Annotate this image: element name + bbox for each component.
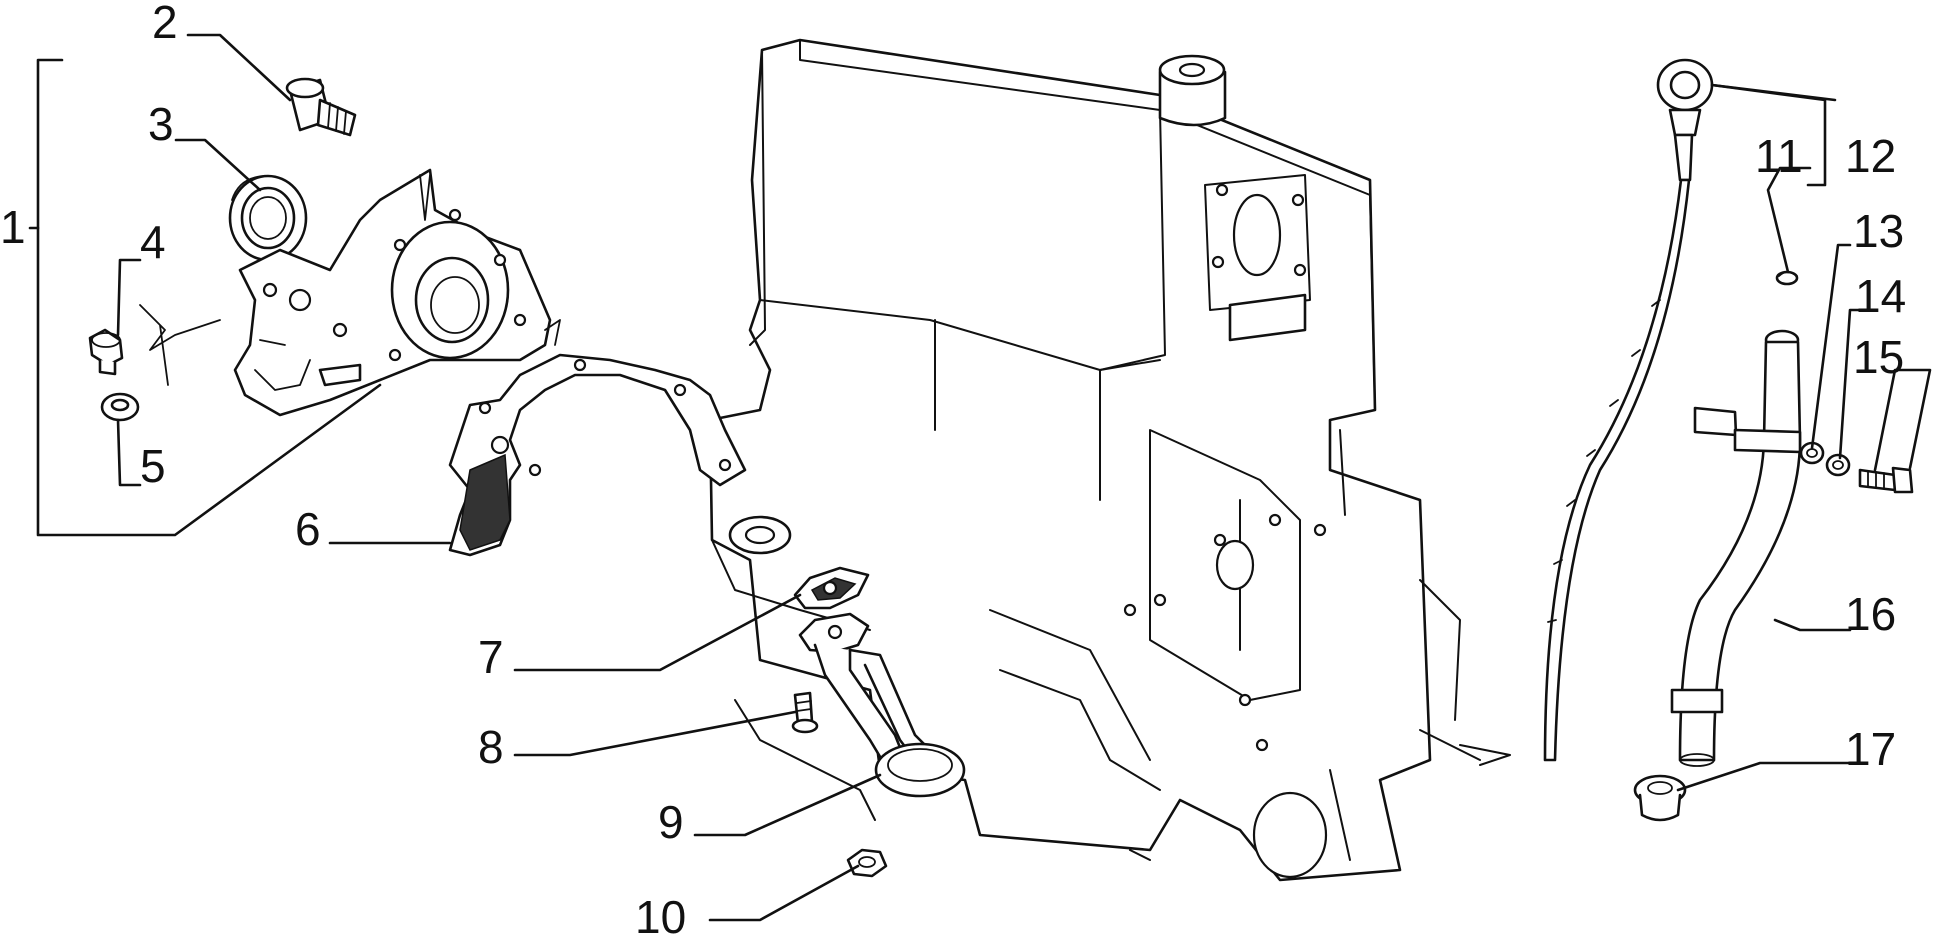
part-2-bolt (285, 77, 357, 137)
engine-block (708, 38, 1511, 882)
part-9-oil-pickup (798, 612, 966, 798)
callout-14: 14 (1855, 270, 1906, 322)
part-3-seal (228, 174, 308, 262)
callout-15: 15 (1853, 331, 1904, 383)
part-10-nut (846, 848, 888, 878)
part-7-small-gasket (793, 566, 870, 610)
callout-5: 5 (140, 440, 166, 492)
part-17-grommet (1633, 774, 1687, 822)
callout-6: 6 (295, 503, 321, 555)
part-5-washer (100, 392, 140, 422)
part-8-screw (791, 691, 819, 734)
callout-7: 7 (478, 631, 504, 683)
part-13-nut (1799, 441, 1825, 465)
callout-3: 3 (148, 98, 174, 150)
callout-17: 17 (1845, 723, 1896, 775)
callout-8: 8 (478, 721, 504, 773)
callout-2: 2 (152, 0, 178, 48)
callout-13: 13 (1853, 205, 1904, 257)
part-11-clip (1775, 270, 1799, 286)
callout-11: 11 (1755, 130, 1803, 182)
callout-4: 4 (140, 216, 166, 268)
callout-9: 9 (658, 796, 684, 848)
callout-16: 16 (1845, 588, 1896, 640)
part-6-gasket (448, 353, 747, 557)
detail-pointer-lines (139, 304, 221, 386)
callout-1: 1 (0, 201, 26, 253)
callout-10: 10 (635, 891, 686, 935)
part-12-dipstick (1543, 58, 1714, 762)
leader-lines (28, 33, 1932, 922)
part-16-dipstick-tube (1670, 329, 1802, 767)
callout-12: 12 (1845, 130, 1896, 182)
part-14-washer (1825, 453, 1851, 477)
part-4-plug (88, 328, 124, 376)
part-15-bolt (1858, 466, 1914, 494)
part-1-front-cover (233, 168, 561, 417)
